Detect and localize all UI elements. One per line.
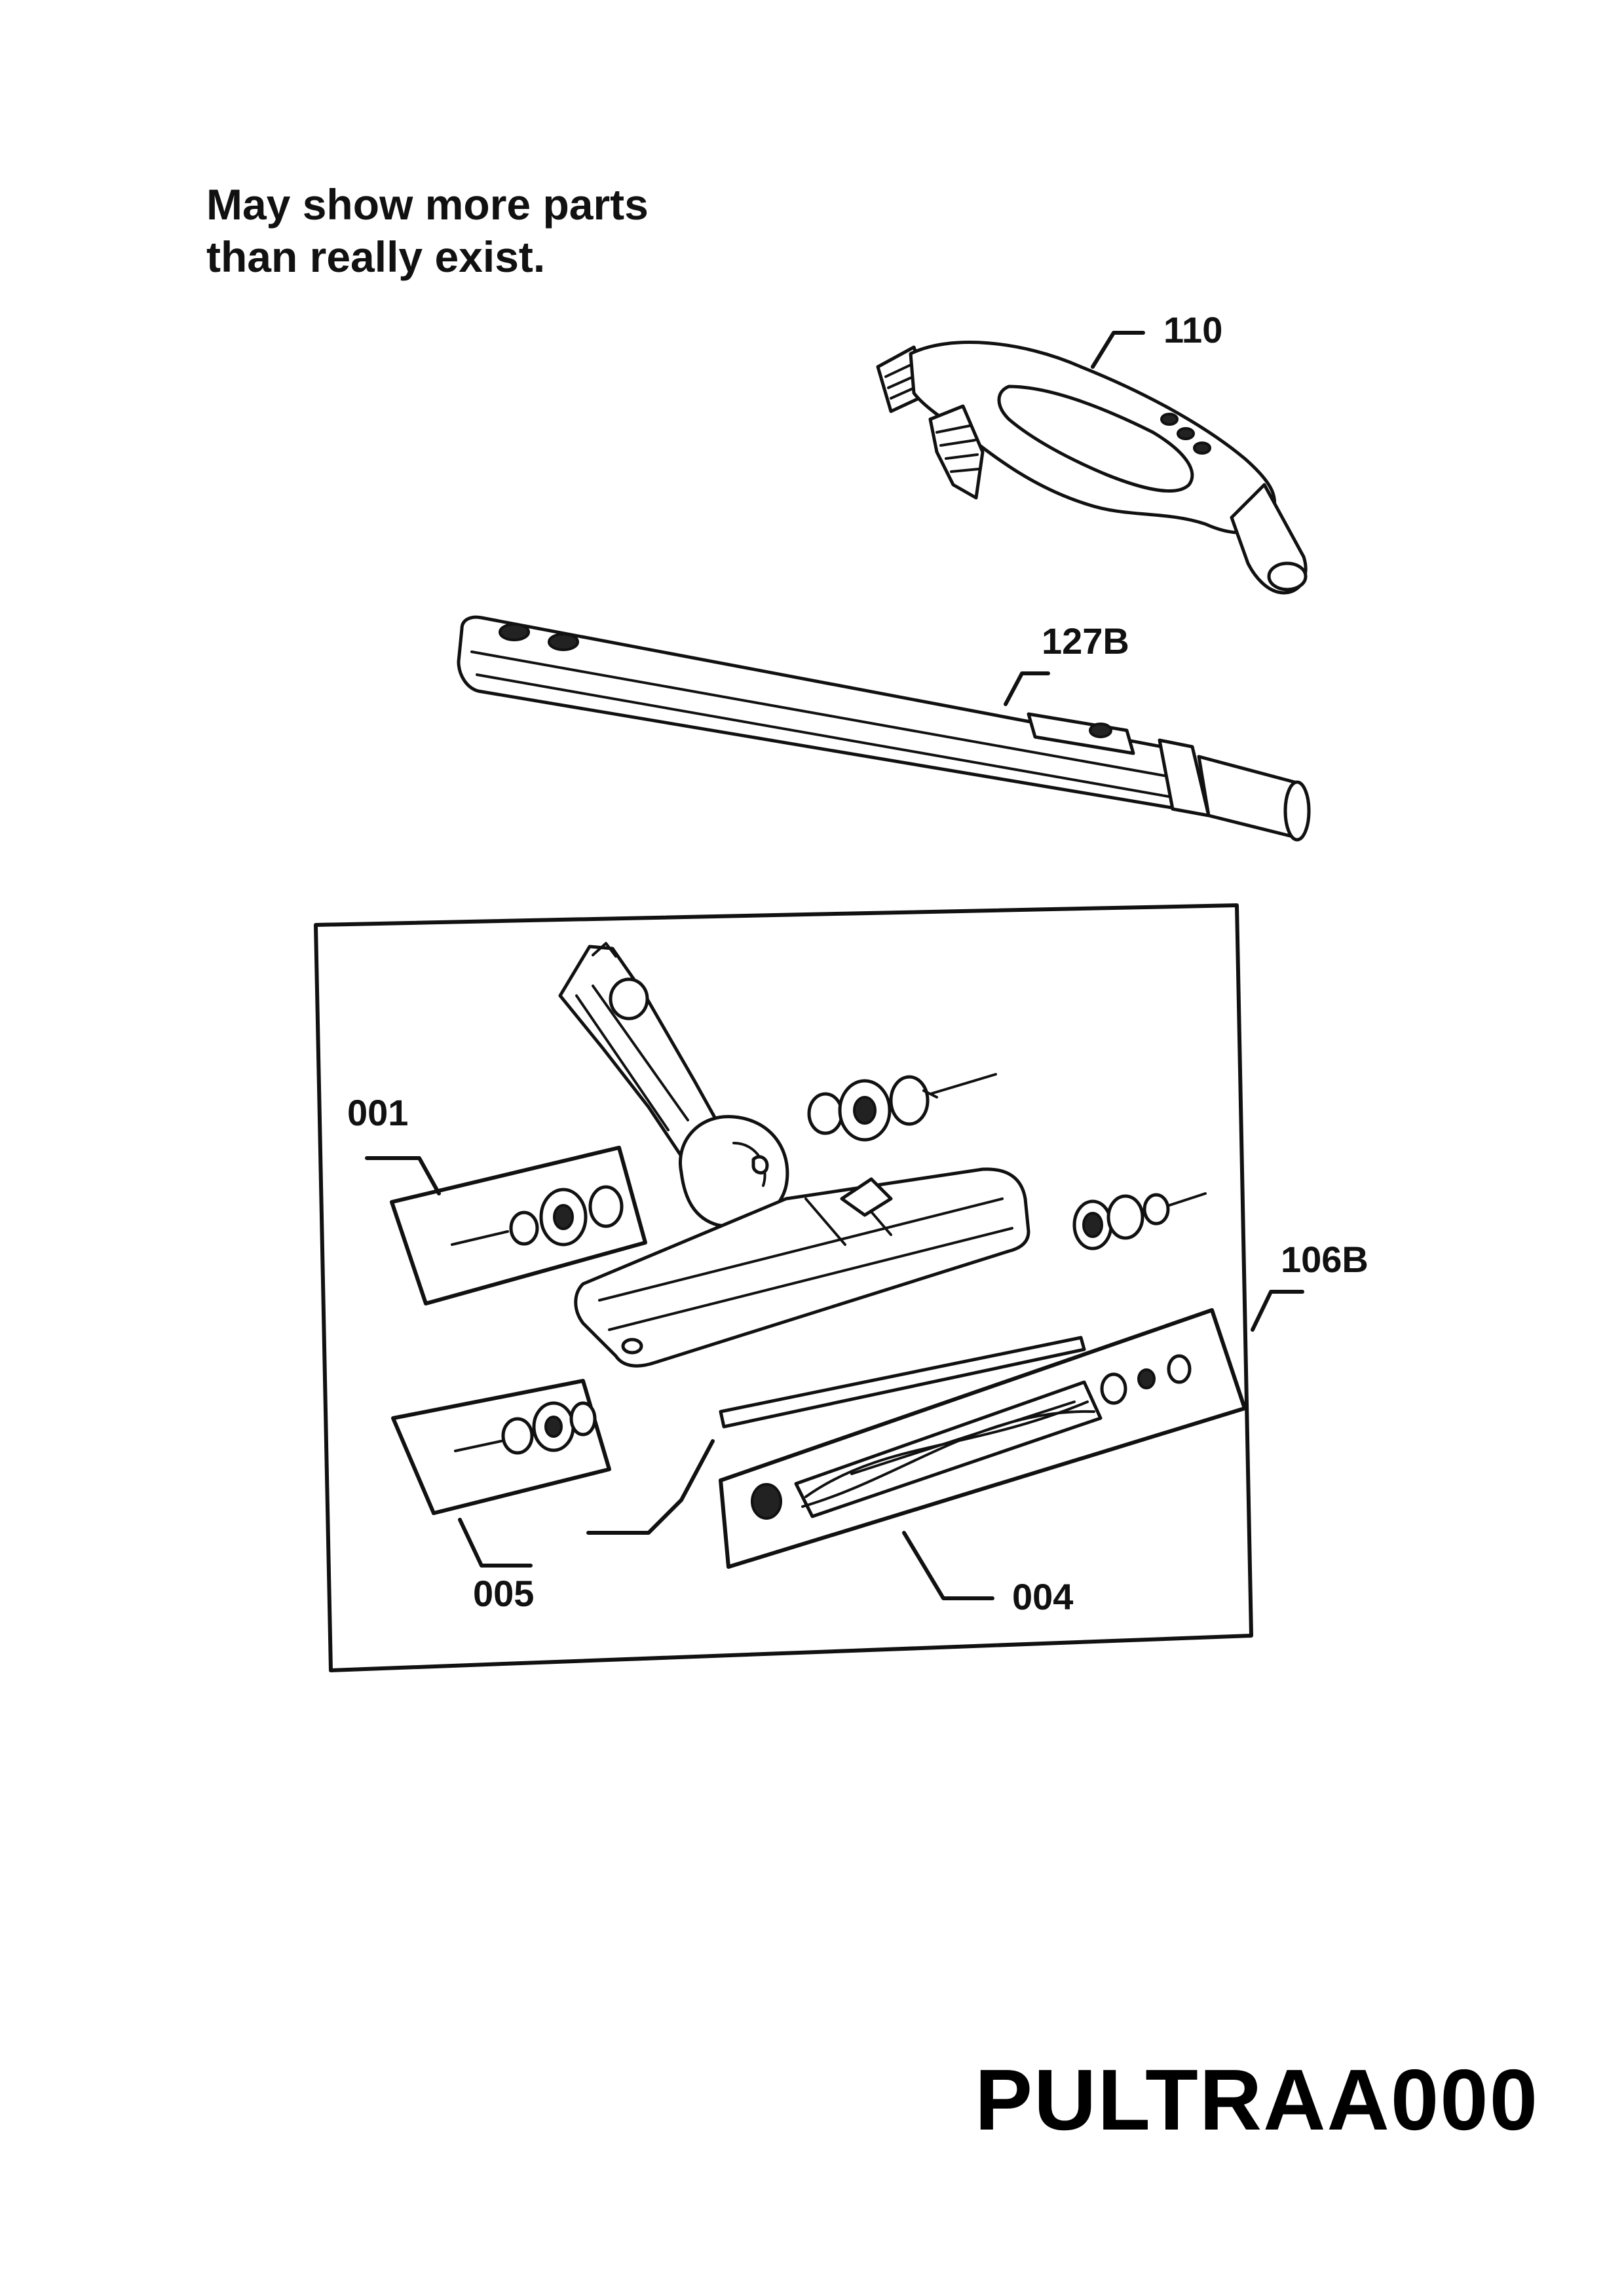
extension-wand-icon	[457, 615, 1311, 842]
callout-001: 001	[347, 1092, 408, 1133]
disclaimer-line-1: May show more parts	[206, 180, 649, 229]
callout-110: 110	[1163, 309, 1222, 350]
wheel-assembly-icon	[807, 1073, 997, 1142]
disclaimer-note: May show more parts than really exist.	[206, 178, 649, 283]
callout-106b: 106B	[1281, 1239, 1369, 1280]
powerhead-frame	[314, 903, 1253, 1672]
callout-127b: 127B	[1042, 620, 1129, 662]
wheel-assembly-icon	[1072, 1192, 1207, 1250]
powerhead-icon	[558, 942, 1030, 1368]
bottom-plate-icon	[586, 1336, 1086, 1535]
brushroll-icon	[719, 1308, 1247, 1600]
hose-handle-icon	[876, 331, 1308, 595]
callout-004: 004	[1012, 1576, 1073, 1617]
leader-106b	[1251, 1290, 1304, 1332]
callout-005: 005	[473, 1573, 534, 1614]
model-code: PULTRAA000	[975, 2052, 1539, 2148]
front-wheel-kit-icon	[391, 1379, 611, 1568]
disclaimer-line-2: than really exist.	[206, 233, 546, 281]
rear-wheel-kit-icon	[365, 1146, 647, 1306]
